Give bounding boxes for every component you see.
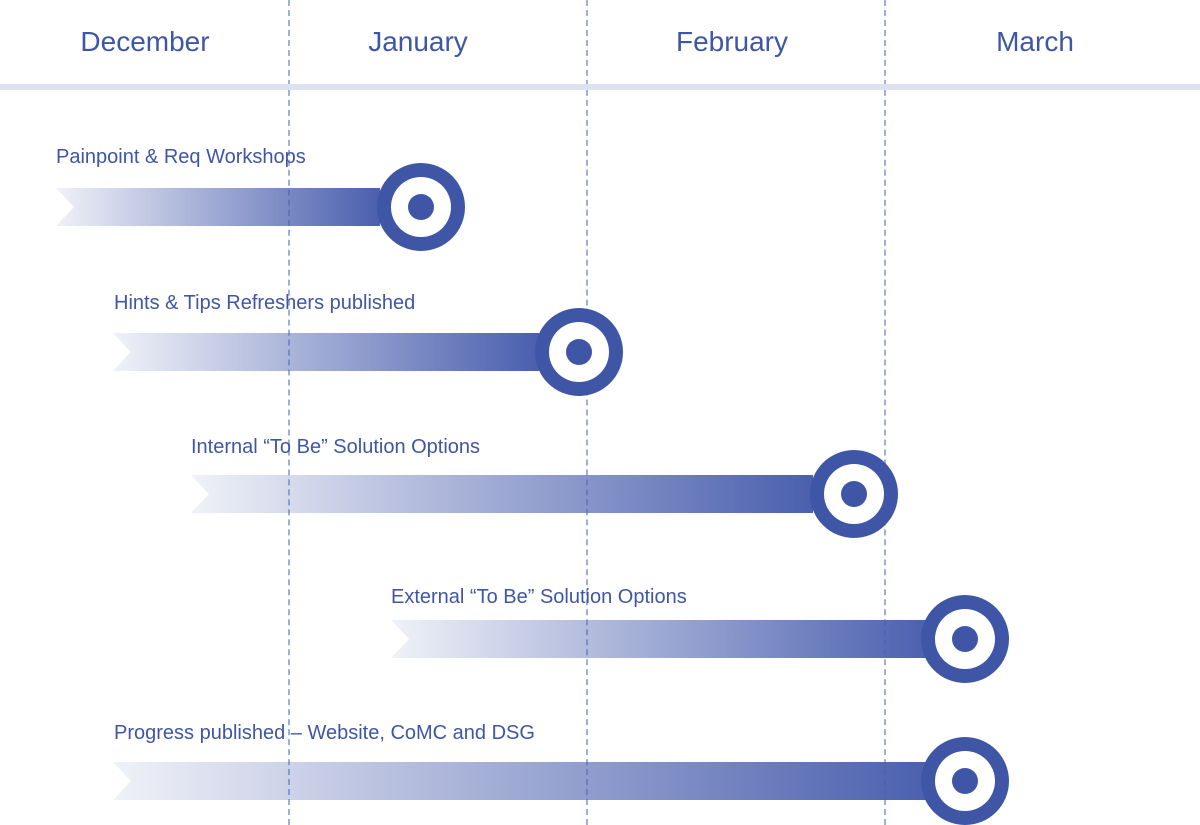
month-divider — [884, 0, 886, 825]
milestone-marker-icon — [921, 737, 1009, 825]
task-label: Internal “To Be” Solution Options — [191, 436, 481, 458]
month-divider — [586, 0, 588, 825]
task-label: Progress published – Website, CoMC and D… — [114, 722, 535, 744]
month-header-march: March — [996, 26, 1074, 57]
milestone-marker-icon — [810, 450, 898, 538]
task-label: Painpoint & Req Workshops — [56, 146, 306, 168]
month-header-february: February — [675, 26, 789, 57]
task-bar — [56, 188, 380, 226]
milestone-marker-icon — [921, 595, 1009, 683]
month-divider — [288, 0, 290, 825]
milestone-marker-icon — [535, 308, 623, 396]
task-label: External “To Be” Solution Options — [391, 586, 687, 608]
task-bar — [113, 333, 539, 371]
milestone-marker-icon — [377, 163, 465, 251]
month-header-january: January — [368, 26, 468, 57]
task-bar — [191, 475, 813, 513]
month-header-december: December — [80, 26, 210, 57]
task-bar — [391, 620, 933, 658]
header-rule — [0, 84, 1200, 90]
task-label: Hints & Tips Refreshers published — [114, 292, 416, 314]
task-bar — [113, 762, 933, 800]
